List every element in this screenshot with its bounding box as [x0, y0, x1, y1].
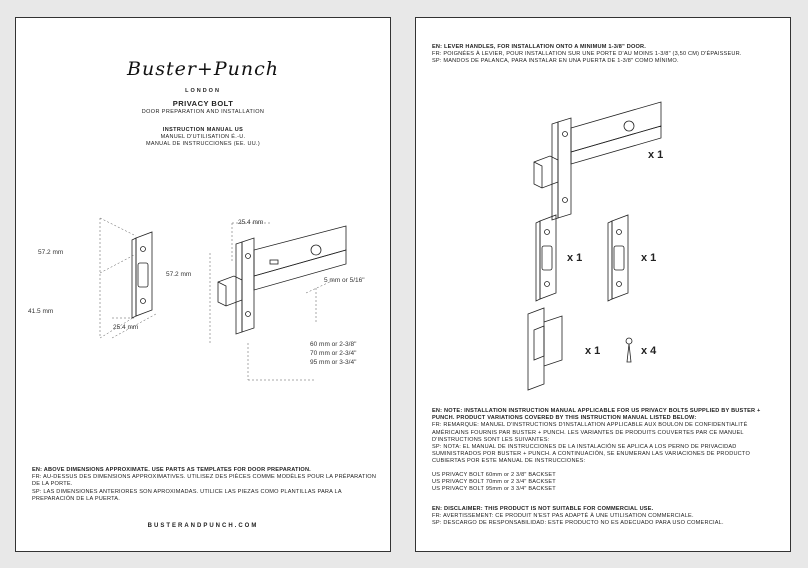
variant-item: US PRIVACY BOLT 95mm or 3 3/4" BACKSET: [432, 486, 556, 493]
dim-plate-lower: 41.5 mm: [28, 308, 54, 315]
applicability-note-fr: FR: REMARQUE: MANUEL D'INSTRUCTIONS D'IN…: [432, 422, 748, 443]
lever-note-fr: FR: POIGNÉES À LEVIER, POUR INSTALLATION…: [432, 51, 742, 58]
disclaimer: EN: DISCLAIMER: THIS PRODUCT IS NOT SUIT…: [432, 506, 777, 528]
strike-plate-part: [607, 214, 629, 302]
dim-plate-width: 25.4 mm: [113, 324, 139, 331]
dim-bolt-width: 25.4 mm: [238, 219, 264, 226]
applicability-note-sp: SP: NOTA: EL MANUAL DE INSTRUCCIONES DE …: [432, 444, 750, 465]
website: BUSTERANDPUNCH.COM: [147, 523, 259, 529]
dim-plate-height: 57.2 mm: [38, 249, 64, 256]
parts-drawing: [527, 101, 662, 391]
latch-bolt-diagram: [217, 225, 347, 335]
strike-box-part: [527, 307, 563, 391]
face-plate-part: [535, 214, 557, 302]
lever-note: EN: LEVER HANDLES, FOR INSTALLATION ONTO…: [432, 44, 777, 66]
qty-strike-box: x 1: [585, 345, 601, 357]
manual-title-en: INSTRUCTION MANUAL US: [162, 127, 244, 133]
disclaimer-fr: FR: AVERTISSEMENT: CE PRODUIT N'EST PAS …: [432, 513, 694, 520]
dim-backset-70: 70 mm or 2-3/4": [310, 350, 357, 357]
dimension-note-en: EN: ABOVE DIMENSIONS APPROXIMATE. USE PA…: [32, 467, 311, 473]
right-page: EN: LEVER HANDLES, FOR INSTALLATION ONTO…: [415, 17, 791, 552]
lever-note-en: EN: LEVER HANDLES, FOR INSTALLATION ONTO…: [432, 44, 647, 50]
dim-bolt-offset: 5 mm or 5/16": [324, 277, 365, 284]
brand-city: LONDON: [185, 88, 221, 94]
screw-part: [625, 337, 633, 363]
disclaimer-sp: SP: DESCARGO DE RESPONSABILIDAD: ESTE PR…: [432, 520, 724, 527]
dimension-note: EN: ABOVE DIMENSIONS APPROXIMATE. USE PA…: [32, 467, 377, 503]
manual-title-sp: MANUAL DE INSTRUCCIONES (EE. UU.): [146, 141, 260, 147]
product-title: PRIVACY BOLT: [172, 99, 234, 108]
left-page: Buster+Punch LONDON PRIVACY BOLT DOOR PR…: [15, 17, 391, 552]
dim-backset-95: 95 mm or 3-3/4": [310, 359, 357, 366]
dim-backset-60: 60 mm or 2-3/8": [310, 341, 357, 348]
manual-title-fr: MANUEL D'UTILISATION É.-U.: [160, 134, 246, 140]
plate-dimension-drawing: [99, 217, 347, 381]
dimension-note-sp: SP: LAS DIMENSIONES ANTERIORES SON APROX…: [32, 488, 342, 502]
latch-bolt-part: [533, 101, 662, 221]
product-subtitle: DOOR PREPARATION AND INSTALLATION: [141, 109, 265, 115]
applicability-note: EN: NOTE: INSTALLATION INSTRUCTION MANUA…: [432, 408, 777, 493]
lever-note-sp: SP: MANDOS DE PALANCA, PARA INSTALAR EN …: [432, 58, 679, 65]
variant-item: US PRIVACY BOLT 70mm or 2 3/4" BACKSET: [432, 478, 556, 485]
variant-item: US PRIVACY BOLT 60mm or 2 3/8" BACKSET: [432, 471, 556, 478]
brand-logo: Buster+Punch: [127, 58, 279, 80]
face-plate-diagram: [131, 231, 153, 319]
dimension-note-fr: FR: AU-DESSUS DES DIMENSIONS APPROXIMATI…: [32, 474, 377, 488]
dim-bolt-height: 57.2 mm: [166, 271, 192, 278]
qty-screws: x 4: [641, 345, 657, 357]
qty-strike-plate: x 1: [641, 252, 657, 264]
qty-latch-bolt: x 1: [648, 149, 664, 161]
applicability-note-en: EN: NOTE: INSTALLATION INSTRUCTION MANUA…: [432, 408, 761, 422]
qty-face-plate: x 1: [567, 252, 583, 264]
disclaimer-en: EN: DISCLAIMER: THIS PRODUCT IS NOT SUIT…: [432, 506, 654, 512]
